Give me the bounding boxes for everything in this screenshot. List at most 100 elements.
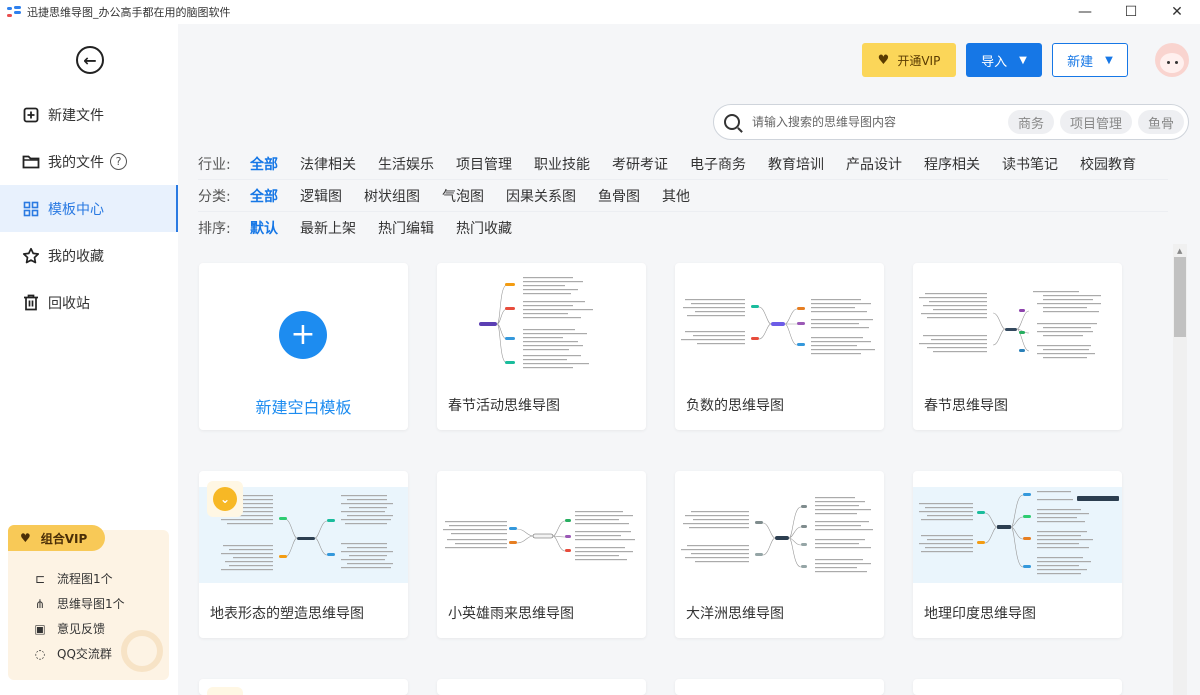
- sidebar-item-trash[interactable]: 回收站: [0, 279, 178, 326]
- sidebar-item-new-file[interactable]: 新建文件: [0, 91, 178, 138]
- filter-option[interactable]: 气泡图: [442, 189, 484, 205]
- grid-icon: [22, 200, 40, 218]
- sidebar-item-my-files[interactable]: 我的文件 ?: [0, 138, 178, 185]
- template-card[interactable]: 小英雄雨来思维导图: [437, 471, 646, 638]
- card-title: 地理印度思维导图: [924, 606, 1036, 622]
- mindmap-thumbnail: [681, 299, 875, 355]
- mindmap-thumbnail: [919, 291, 1101, 359]
- mindmap-thumbnail: [443, 511, 635, 561]
- template-card[interactable]: [675, 679, 884, 695]
- template-card[interactable]: 大洋洲思维导图: [675, 471, 884, 638]
- vip-decoration: [121, 630, 163, 672]
- card-title: 小英雄雨来思维导图: [448, 606, 574, 622]
- template-card[interactable]: ⌄ 地表形态的塑造思维导图: [199, 471, 408, 638]
- new-label: 新建: [1067, 54, 1094, 70]
- sidebar-item-label: 我的文件: [48, 154, 104, 171]
- sidebar-item-label: 回收站: [48, 295, 90, 312]
- scrollbar-track[interactable]: [1173, 244, 1187, 695]
- vip-title: 组合VIP: [40, 531, 88, 546]
- card-title: 春节活动思维导图: [448, 398, 560, 414]
- scroll-up-arrow-icon[interactable]: ▲: [1177, 247, 1183, 255]
- filter-option[interactable]: 校园教育: [1080, 157, 1136, 173]
- search-tag[interactable]: 项目管理: [1059, 110, 1132, 134]
- template-card[interactable]: 春节思维导图: [913, 263, 1122, 430]
- vip-item-feedback[interactable]: ▣ 意见反馈: [32, 616, 125, 641]
- import-button[interactable]: 导入 ▼: [966, 43, 1042, 77]
- card-title: 大洋洲思维导图: [686, 606, 784, 622]
- filter-option[interactable]: 考研考证: [612, 157, 668, 173]
- filter-option[interactable]: 全部: [250, 189, 278, 205]
- vip-item-qq-group[interactable]: ◌ QQ交流群: [32, 641, 125, 666]
- filter-option[interactable]: 教育培训: [768, 157, 824, 173]
- mindmap-thumbnail: [681, 497, 873, 573]
- sidebar-item-label: 新建文件: [48, 107, 104, 124]
- template-card[interactable]: 春节活动思维导图: [437, 263, 646, 430]
- filter-option[interactable]: 读书笔记: [1002, 157, 1058, 173]
- vip-heart-icon: ♥: [20, 531, 31, 545]
- sidebar-item-template-center[interactable]: 模板中心: [0, 185, 178, 232]
- filter-option[interactable]: 鱼骨图: [598, 189, 640, 205]
- qq-icon: ◌: [34, 646, 46, 661]
- sort-filter-row: 排序: 默认 最新上架 热门编辑 热门收藏: [198, 212, 1168, 244]
- back-arrow-icon[interactable]: ←: [76, 46, 104, 74]
- help-circle-icon[interactable]: ?: [110, 153, 127, 170]
- template-card[interactable]: [437, 679, 646, 695]
- vip-heart-icon: ♥: [877, 52, 890, 68]
- new-button[interactable]: 新建 ▼: [1052, 43, 1128, 77]
- maximize-button[interactable]: ☐: [1124, 4, 1138, 20]
- template-card-new-blank[interactable]: + 新建空白模板: [199, 263, 408, 430]
- sort-option[interactable]: 默认: [250, 221, 278, 237]
- vip-item-label: 意见反馈: [57, 622, 106, 636]
- filter-option[interactable]: 程序相关: [924, 157, 980, 173]
- trash-icon: [22, 294, 40, 312]
- sidebar-item-favorites[interactable]: 我的收藏: [0, 232, 178, 279]
- filter-option[interactable]: 职业技能: [534, 157, 590, 173]
- search-tag[interactable]: 鱼骨: [1137, 110, 1184, 134]
- template-card[interactable]: 地理印度思维导图: [913, 471, 1122, 638]
- filter-option[interactable]: 产品设计: [846, 157, 902, 173]
- filter-option[interactable]: 电子商务: [690, 157, 746, 173]
- search-icon[interactable]: [724, 114, 740, 130]
- filter-option[interactable]: 其他: [662, 189, 690, 205]
- sidebar: ← 新建文件 我的文件 ? 模板中心 我的收藏: [0, 24, 178, 695]
- chevron-down-icon: ▼: [1105, 54, 1113, 66]
- template-card[interactable]: [913, 679, 1122, 695]
- filter-option[interactable]: 法律相关: [300, 157, 356, 173]
- vip-item-flowchart[interactable]: ⊏ 流程图1个: [32, 566, 125, 591]
- mindmap-thumbnail: [479, 277, 593, 369]
- minimize-button[interactable]: —: [1078, 4, 1092, 20]
- search-input[interactable]: [752, 115, 972, 129]
- vip-tag[interactable]: ♥ 组合VIP: [8, 525, 105, 551]
- search-tag[interactable]: 商务: [1007, 110, 1054, 134]
- vip-badge-icon: ⌄: [207, 481, 243, 517]
- industry-filter-label: 行业:: [198, 157, 231, 173]
- scrollbar-thumb[interactable]: [1174, 257, 1186, 337]
- close-button[interactable]: ✕: [1171, 4, 1183, 20]
- filter-option[interactable]: 生活娱乐: [378, 157, 434, 173]
- industry-filter-row: 行业: 全部 法律相关 生活娱乐 项目管理 职业技能 考研考证 电子商务 教育培…: [198, 148, 1168, 180]
- sort-option[interactable]: 热门收藏: [456, 221, 512, 237]
- vip-item-label: 流程图1个: [57, 572, 113, 586]
- mindmap-thumbnail: [913, 487, 1122, 583]
- card-title: 春节思维导图: [924, 398, 1008, 414]
- filter-option[interactable]: 因果关系图: [506, 189, 576, 205]
- open-vip-button[interactable]: ♥ 开通VIP: [862, 43, 956, 77]
- vip-panel: ♥ 组合VIP ⊏ 流程图1个 ⋔ 思维导图1个 ▣ 意见反馈 ◌ QQ交流群: [8, 525, 169, 680]
- sort-option[interactable]: 热门编辑: [378, 221, 434, 237]
- sidebar-item-label: 我的收藏: [48, 248, 104, 265]
- avatar[interactable]: [1155, 43, 1189, 77]
- card-title: 新建空白模板: [255, 398, 352, 417]
- filter-option[interactable]: 项目管理: [456, 157, 512, 173]
- window-titlebar: 迅捷思维导图_办公高手都在用的脑图软件 — ☐ ✕: [0, 0, 1200, 24]
- template-card[interactable]: 负数的思维导图: [675, 263, 884, 430]
- template-card[interactable]: [199, 679, 408, 695]
- vip-item-mindmap[interactable]: ⋔ 思维导图1个: [32, 591, 125, 616]
- sort-option[interactable]: 最新上架: [300, 221, 356, 237]
- mindmap-icon: ⋔: [34, 596, 46, 611]
- filter-option[interactable]: 树状组图: [364, 189, 420, 205]
- filter-option[interactable]: 全部: [250, 157, 278, 173]
- filter-option[interactable]: 逻辑图: [300, 189, 342, 205]
- search-bar: 商务 项目管理 鱼骨: [713, 104, 1189, 140]
- flowchart-icon: ⊏: [34, 571, 46, 586]
- app-logo-icon: [7, 6, 21, 18]
